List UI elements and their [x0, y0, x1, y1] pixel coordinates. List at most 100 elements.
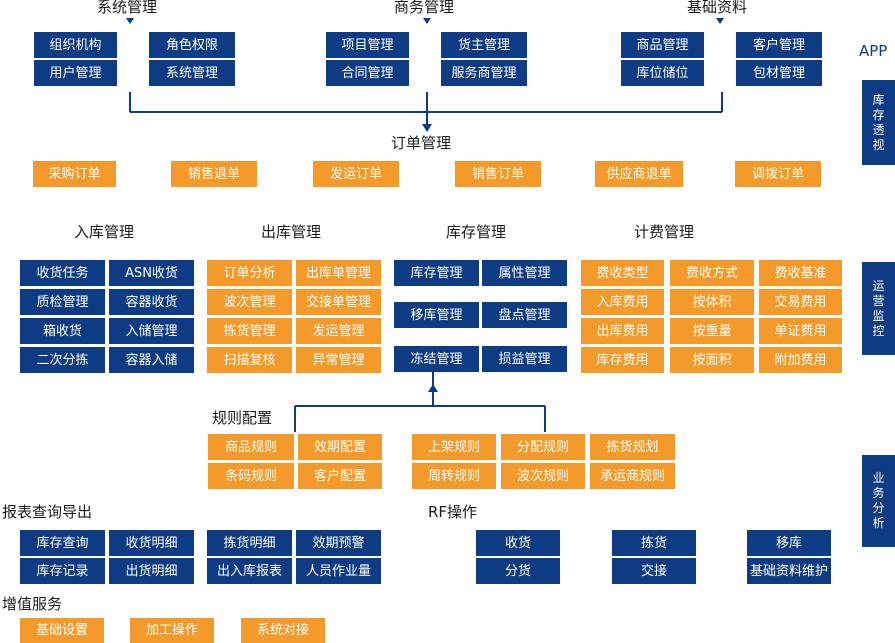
inventory-item[interactable]: 盘点管理: [482, 302, 567, 328]
item-org[interactable]: 组织机构: [34, 32, 117, 58]
outbound-item[interactable]: 发运管理: [296, 318, 381, 344]
rf-item[interactable]: 基础资料维护: [747, 558, 831, 584]
order-sales[interactable]: 销售订单: [455, 161, 541, 187]
sidebar-item-inventory-insight[interactable]: 库存透视: [862, 80, 895, 165]
item-user[interactable]: 用户管理: [34, 60, 117, 86]
value-added-item[interactable]: 系统对接: [241, 618, 325, 643]
billing-item[interactable]: 出库费用: [581, 318, 664, 344]
inventory-item[interactable]: 冻结管理: [394, 346, 479, 372]
inventory-title: 库存管理: [446, 223, 507, 241]
outbound-item[interactable]: 扫描复核: [207, 347, 292, 373]
reports-item[interactable]: 库存查询: [20, 530, 105, 556]
group-title-business: 商务管理: [394, 0, 455, 16]
item-customer[interactable]: 客户管理: [736, 32, 822, 58]
inbound-item[interactable]: 二次分拣: [20, 347, 105, 373]
inventory-item[interactable]: 库存管理: [394, 260, 479, 286]
reports-item[interactable]: 出货明细: [109, 558, 194, 584]
item-goods[interactable]: 商品管理: [621, 32, 704, 58]
billing-item[interactable]: 单证费用: [759, 318, 842, 344]
inbound-item[interactable]: 入储管理: [109, 318, 194, 344]
chevron-down-icon: [716, 18, 724, 24]
order-shipping[interactable]: 发运订单: [313, 161, 399, 187]
billing-item[interactable]: 库存费用: [581, 347, 664, 373]
sidebar-label-char: 析: [872, 516, 885, 530]
sidebar-label-char: 存: [872, 107, 885, 122]
reports-item[interactable]: 库存记录: [20, 558, 105, 584]
sidebar-item-business-analysis[interactable]: 业务分析: [862, 455, 895, 547]
group-title-system: 系统管理: [97, 0, 158, 16]
reports-item[interactable]: 人员作业量: [296, 558, 381, 584]
reports-item[interactable]: 出入库报表: [207, 558, 292, 584]
item-packaging[interactable]: 包材管理: [736, 60, 822, 86]
rf-item[interactable]: 收货: [476, 530, 560, 556]
outbound-item[interactable]: 交接单管理: [296, 289, 381, 315]
billing-item[interactable]: 交易费用: [759, 289, 842, 315]
inbound-item[interactable]: 收货任务: [20, 260, 105, 286]
rf-item[interactable]: 拣货: [612, 530, 696, 556]
inbound-title: 入库管理: [74, 223, 135, 241]
rules-item[interactable]: 周转规则: [412, 463, 496, 489]
inventory-item[interactable]: 属性管理: [482, 260, 567, 286]
outbound-item[interactable]: 订单分析: [207, 260, 292, 286]
rules-item[interactable]: 客户配置: [298, 463, 382, 489]
sidebar-label-char: 库: [872, 92, 885, 107]
item-provider[interactable]: 服务商管理: [441, 60, 527, 86]
sidebar-label-char: 分: [872, 501, 885, 515]
rules-item[interactable]: 效期配置: [298, 434, 382, 460]
inventory-item[interactable]: 移库管理: [394, 302, 479, 328]
reports-item[interactable]: 拣货明细: [207, 530, 292, 556]
value-added-item[interactable]: 加工操作: [130, 618, 214, 643]
rules-item[interactable]: 分配规则: [501, 434, 585, 460]
item-system[interactable]: 系统管理: [149, 60, 235, 86]
rf-title: RF操作: [428, 503, 478, 521]
chevron-down-icon: [126, 18, 134, 24]
rf-item[interactable]: 移库: [747, 530, 831, 556]
billing-item[interactable]: 费收方式: [670, 260, 754, 286]
app-label: APP: [859, 42, 888, 60]
rf-item[interactable]: 分货: [476, 558, 560, 584]
order-sales-return[interactable]: 销售退单: [171, 161, 257, 187]
billing-item[interactable]: 费收基准: [759, 260, 842, 286]
inbound-item[interactable]: 质检管理: [20, 289, 105, 315]
billing-item[interactable]: 按重量: [670, 318, 754, 344]
billing-item[interactable]: 按面积: [670, 347, 754, 373]
billing-item[interactable]: 附加费用: [759, 347, 842, 373]
reports-title: 报表查询导出: [2, 503, 93, 521]
outbound-item[interactable]: 异常管理: [296, 347, 381, 373]
rules-item[interactable]: 承运商规则: [590, 463, 675, 489]
value-added-title: 增值服务: [2, 595, 63, 613]
rules-item[interactable]: 条码规则: [208, 463, 294, 489]
reports-item[interactable]: 效期预警: [296, 530, 381, 556]
rules-item[interactable]: 波次规则: [501, 463, 585, 489]
billing-item[interactable]: 按体积: [670, 289, 754, 315]
item-contract[interactable]: 合同管理: [326, 60, 409, 86]
billing-item[interactable]: 入库费用: [581, 289, 664, 315]
rules-item[interactable]: 商品规则: [208, 434, 294, 460]
inbound-item[interactable]: 容器入储: [109, 347, 194, 373]
inventory-item[interactable]: 损益管理: [482, 346, 567, 372]
sidebar-item-operation-monitor[interactable]: 运营监控: [862, 262, 895, 355]
order-purchase[interactable]: 采购订单: [33, 161, 116, 187]
outbound-item[interactable]: 拣货管理: [207, 318, 292, 344]
rules-item[interactable]: 上架规则: [412, 434, 496, 460]
item-project[interactable]: 项目管理: [326, 32, 409, 58]
outbound-item[interactable]: 出库单管理: [296, 260, 381, 286]
item-role[interactable]: 角色权限: [149, 32, 235, 58]
inbound-item[interactable]: 容器收货: [109, 289, 194, 315]
outbound-item[interactable]: 波次管理: [207, 289, 292, 315]
value-added-item[interactable]: 基础设置: [20, 618, 104, 643]
order-supplier-return[interactable]: 供应商退单: [595, 161, 683, 187]
item-owner[interactable]: 货主管理: [441, 32, 527, 58]
inbound-item[interactable]: ASN收货: [109, 260, 194, 286]
billing-item[interactable]: 费收类型: [581, 260, 664, 286]
item-location[interactable]: 库位储位: [621, 60, 704, 86]
sidebar-label-char: 控: [872, 323, 885, 338]
rules-title: 规则配置: [212, 409, 273, 427]
inbound-item[interactable]: 箱收货: [20, 318, 105, 344]
order-transfer[interactable]: 调拨订单: [735, 161, 821, 187]
sidebar-label-char: 透: [872, 122, 885, 137]
rules-item[interactable]: 拣货规划: [590, 434, 675, 460]
reports-item[interactable]: 收货明细: [109, 530, 194, 556]
rf-item[interactable]: 交接: [612, 558, 696, 584]
sidebar-label-char: 视: [872, 137, 885, 152]
